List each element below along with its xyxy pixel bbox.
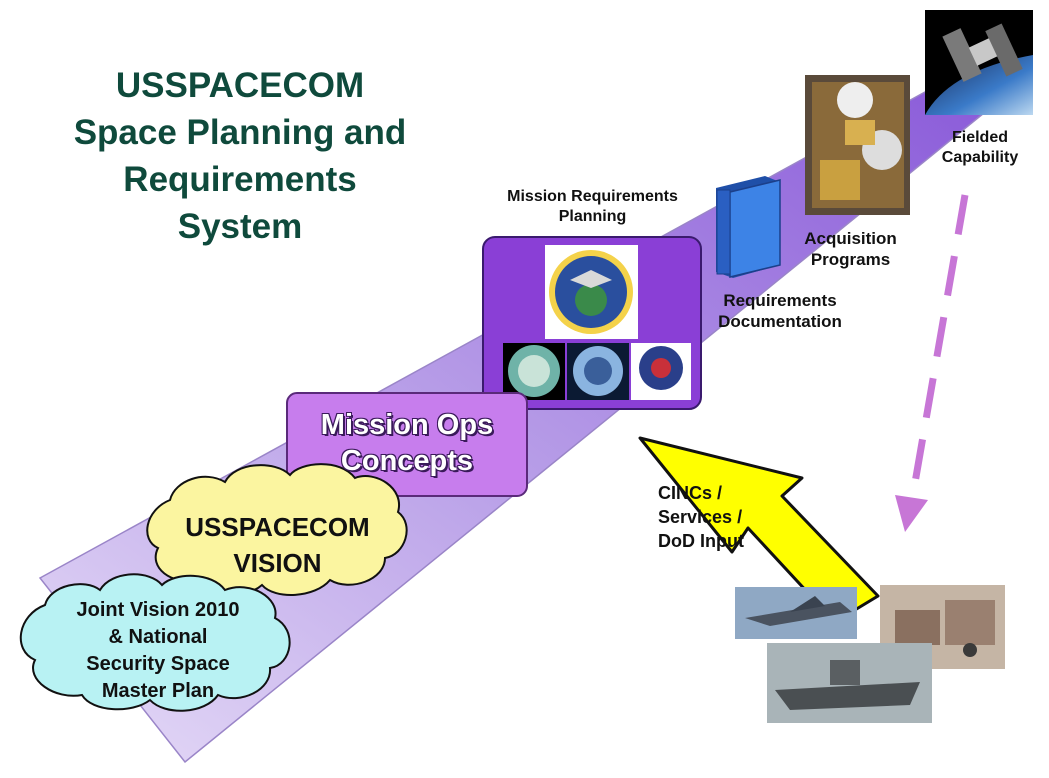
- title-line: Space Planning and: [73, 113, 407, 152]
- acquisition-satellite-icon: [805, 75, 910, 215]
- fighter-jet-icon: [735, 587, 857, 639]
- dashed-feedback-arrow: [908, 194, 969, 501]
- satellite-icon: [925, 10, 1033, 115]
- acquisition-programs-label: Acquisition Programs: [804, 229, 897, 269]
- mission-requirements-planning-label: Mission Requirements Planning: [507, 188, 678, 225]
- dashed-arrowhead: [895, 495, 928, 532]
- diagram-title: USSPACECOM Space Planning and Requiremen…: [45, 62, 435, 250]
- binder-icon: [716, 176, 781, 278]
- cincs-input-label: CINCs / Services / DoD Input: [658, 483, 744, 551]
- mission-ops-concepts-label: Mission Ops Concepts: [320, 409, 494, 477]
- title-line: System: [177, 207, 303, 246]
- usspacecom-vision-label: USSPACECOM VISION: [185, 512, 370, 578]
- usspacecom-seal-icon: [545, 245, 638, 339]
- joint-vision-label: Joint Vision 2010 & National Security Sp…: [76, 599, 240, 702]
- title-line: Requirements: [123, 160, 357, 199]
- fielded-capability-label: Fielded Capability: [941, 129, 1019, 166]
- component-seal-icon: [503, 343, 691, 400]
- warship-icon: [767, 643, 932, 723]
- requirements-documentation-label: Requirements Documentation: [718, 291, 842, 331]
- title-line: USSPACECOM: [115, 66, 365, 105]
- joint-vision-cloud: [19, 573, 291, 712]
